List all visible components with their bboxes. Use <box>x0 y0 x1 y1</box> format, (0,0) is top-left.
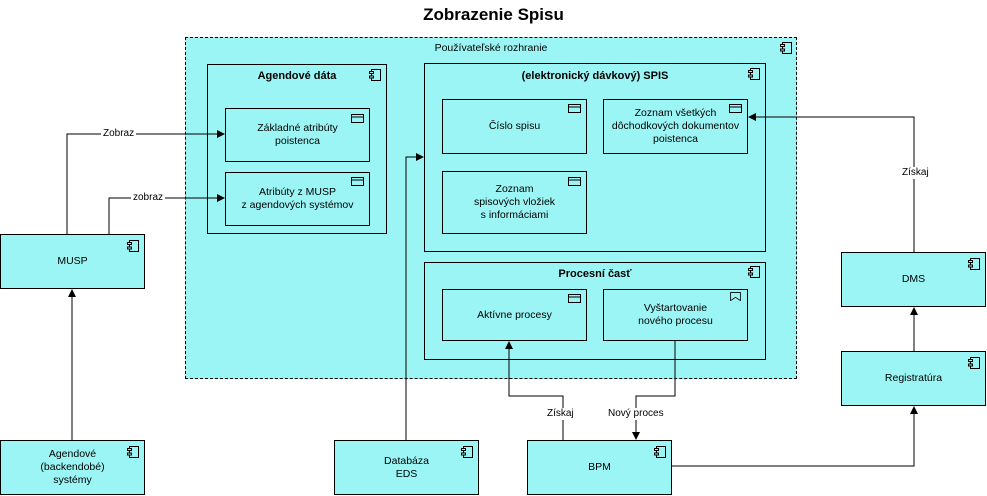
musp-label: MUSP <box>57 255 88 267</box>
edge-novy-proces <box>632 341 676 440</box>
component-icon <box>968 258 980 270</box>
atributy-musp-label: Atribúty z MUSP z agendových systémov <box>241 186 354 211</box>
zakladne-atributy-box[interactable] <box>225 108 370 162</box>
aktivne-procesy-box[interactable] <box>442 289 587 341</box>
edge-label-ziskaj-bpm: Získaj <box>545 408 576 420</box>
cislo-spisu-box[interactable] <box>442 99 587 154</box>
component-icon <box>127 240 139 252</box>
bpm-component[interactable] <box>527 440 672 495</box>
aktivne-procesy-label: Aktívne procesy <box>477 308 552 321</box>
agendove-data-header: Agendové dáta <box>257 70 337 82</box>
registratura-component[interactable] <box>841 351 986 406</box>
component-icon <box>748 266 760 278</box>
component-icon <box>127 446 139 458</box>
component-icon <box>968 357 980 369</box>
procesna-cast-header: Procesní časť <box>558 268 632 280</box>
edge-eds-spis <box>405 153 424 440</box>
component-icon <box>780 42 792 54</box>
eds-component[interactable] <box>334 440 479 495</box>
edge-label-zobraz-1: Zobraz <box>101 128 137 140</box>
zoznam-vloziek-box[interactable] <box>442 171 587 234</box>
zakladne-atributy-label: Základné atribúty poistenca <box>257 122 338 147</box>
agendove-systemy-label: Agendové (backendobé) systémy <box>40 448 105 486</box>
zoznam-dokumentov-box[interactable] <box>603 99 748 154</box>
component-icon <box>654 446 666 458</box>
cislo-spisu-label: Číslo spisu <box>488 120 541 132</box>
edge-ziskaj-bpm <box>505 341 564 440</box>
interface-icon <box>729 104 742 113</box>
edge-zobraz-1 <box>66 130 225 234</box>
zoznam-dokumentov-label: Zoznam všetkých dôchodkových dokumentov … <box>611 107 740 145</box>
spis-header: (elektronický dávkový) SPIS <box>521 70 669 82</box>
edge-label-zobraz-2: zobraz <box>131 192 166 204</box>
ui-frame-label: Používateľské rozhranie <box>434 42 548 54</box>
edge-bpm-registratura <box>672 406 918 467</box>
dms-component[interactable] <box>841 252 986 307</box>
interface-icon <box>568 104 581 113</box>
interface-icon <box>351 114 364 123</box>
eds-label: Databáza EDS <box>384 454 429 480</box>
zoznam-vloziek-label: Zoznam spisových vložiek s informáciami <box>473 183 556 221</box>
edge-ziskaj-dms <box>748 113 915 252</box>
interface-icon <box>568 177 581 186</box>
vystartovanie-procesu-box[interactable] <box>603 289 748 341</box>
dms-label: DMS <box>901 273 926 285</box>
diagram-title: Zobrazenie Spisu <box>423 5 564 24</box>
event-icon <box>730 292 741 301</box>
component-icon <box>461 446 473 458</box>
edge-label-novy-proces: Nový proces <box>606 408 666 420</box>
edge-label-ziskaj-dms: Získaj <box>900 167 931 179</box>
component-icon <box>748 68 760 80</box>
vystartovanie-procesu-label: Vyštartovanie nového procesu <box>638 302 713 327</box>
component-icon <box>369 69 381 81</box>
atributy-musp-box[interactable] <box>225 172 370 226</box>
bpm-label: BPM <box>588 461 611 473</box>
interface-icon <box>568 294 581 303</box>
edge-zobraz-2 <box>108 194 225 234</box>
musp-component[interactable] <box>0 234 145 289</box>
agendove-systemy-component[interactable] <box>0 440 145 495</box>
interface-icon <box>351 177 364 186</box>
registratura-label: Registratúra <box>884 372 943 384</box>
